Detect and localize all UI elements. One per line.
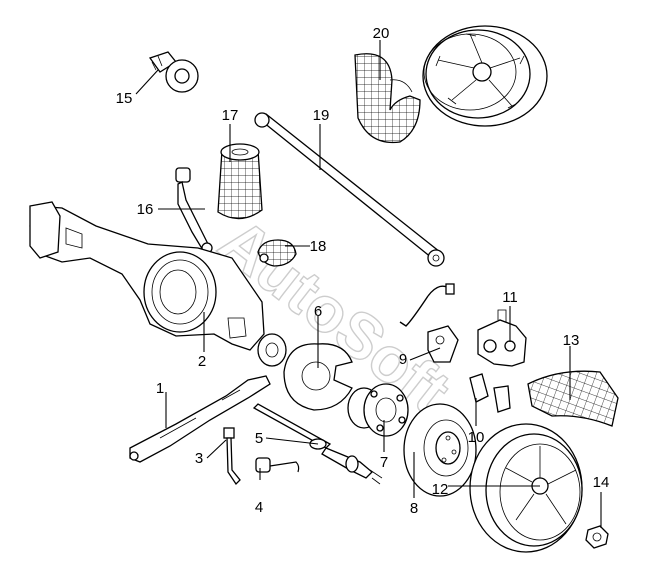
callout-20: 20 [373, 25, 390, 42]
part-1-trailing-arm [129, 375, 271, 463]
part-2-axle-housing [29, 201, 287, 367]
part-20-tire-section [354, 53, 421, 144]
callout-14: 14 [593, 474, 610, 491]
callout-13: 13 [563, 332, 580, 349]
callout-11: 11 [502, 289, 518, 306]
callout-19: 19 [313, 107, 330, 124]
callout-labels: 1 2 3 4 5 6 7 8 9 10 11 12 13 14 15 16 1… [116, 25, 610, 517]
part-17-coil-spring [217, 143, 263, 220]
callout-7: 7 [380, 454, 388, 471]
wheel-rim-top [422, 25, 548, 127]
part-6-dust-shield [283, 343, 353, 411]
callout-8: 8 [410, 500, 418, 517]
callout-3: 3 [195, 450, 203, 467]
callout-9: 9 [399, 351, 407, 368]
part-16-shock-absorber [175, 167, 213, 254]
callout-6: 6 [314, 303, 322, 320]
part-19-panhard-rod [254, 112, 445, 267]
part-9-caliper-bracket [427, 325, 459, 363]
callout-10: 10 [468, 429, 485, 446]
callout-16: 16 [137, 201, 154, 218]
part-10-brake-pads [469, 373, 511, 413]
callout-5: 5 [255, 430, 263, 447]
callout-1: 1 [156, 380, 164, 397]
callout-15: 15 [116, 90, 133, 107]
callout-2: 2 [198, 353, 206, 370]
part-11-brake-caliper [477, 309, 527, 367]
part-3-bolt [223, 427, 241, 486]
part-5-drive-shaft [252, 403, 383, 485]
part-4-sensor [255, 457, 300, 473]
part-7-wheel-hub [347, 383, 409, 437]
callout-18: 18 [310, 238, 327, 255]
part-14-wheel-nut [585, 525, 609, 549]
part-12-wheel-rim [469, 423, 583, 553]
callout-17: 17 [222, 107, 239, 124]
part-15-bushing [148, 51, 199, 93]
callout-4: 4 [255, 499, 263, 516]
part-13-tire-section [527, 370, 619, 427]
part-8-brake-disc [403, 403, 477, 497]
callout-12: 12 [432, 481, 449, 498]
brake-hose [399, 283, 455, 327]
